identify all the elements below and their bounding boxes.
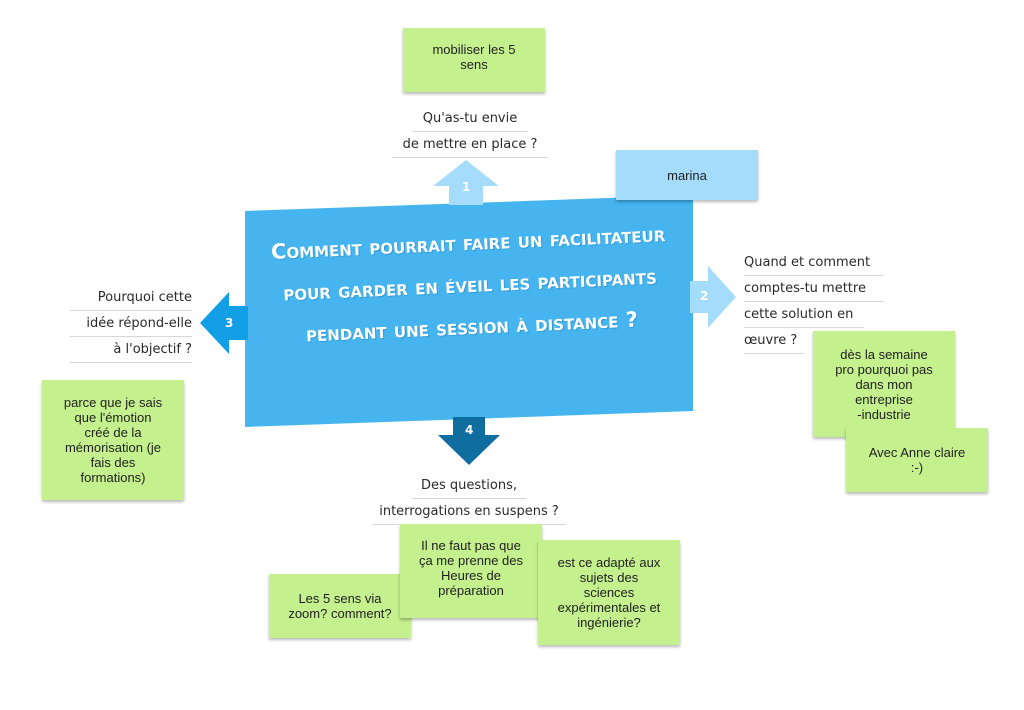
sticky-note-semaine[interactable]: dès la semaine pro pourquoi pas dans mon… — [813, 331, 955, 437]
prompt-line: interrogations en suspens ? — [372, 499, 566, 525]
arrow-right-icon: 2 — [690, 266, 736, 328]
arrow-left-icon: 3 — [200, 292, 248, 354]
branch-number: 4 — [465, 423, 474, 437]
arrow-up-icon: 1 — [433, 160, 499, 205]
central-topic-title: Comment pourrait faire un facilitateur p… — [270, 222, 666, 347]
sticky-note-heures[interactable]: Il ne faut pas que ça me prenne des Heur… — [400, 524, 542, 618]
prompt-line: idée répond-elle — [70, 311, 192, 337]
branch-3-prompt: Pourquoi cette idée répond-elle à l'obje… — [70, 285, 192, 363]
sticky-note-emotion[interactable]: parce que je sais que l'émotion créé de … — [42, 380, 184, 500]
branch-4-prompt: Des questions, interrogations en suspens… — [372, 473, 566, 525]
branch-2-prompt: Quand et comment comptes-tu mettre cette… — [744, 250, 884, 354]
sticky-note-zoom[interactable]: Les 5 sens via zoom? comment? — [269, 574, 411, 638]
sticky-note-anne-claire[interactable]: Avec Anne claire :-) — [846, 428, 988, 492]
prompt-line: à l'objectif ? — [70, 337, 192, 363]
central-topic-shape — [245, 195, 693, 427]
sticky-note-sciences[interactable]: est ce adapté aux sujets des sciences ex… — [538, 540, 680, 645]
branch-number: 1 — [462, 180, 471, 194]
prompt-line: Quand et comment — [744, 250, 884, 276]
prompt-line: Des questions, — [412, 473, 526, 499]
prompt-line: Qu'as-tu envie — [412, 106, 528, 132]
branch-number: 2 — [700, 289, 709, 303]
sticky-note-marina[interactable]: marina — [616, 150, 758, 200]
prompt-line: œuvre ? — [744, 328, 804, 354]
prompt-line: de mettre en place ? — [392, 132, 548, 158]
prompt-line: comptes-tu mettre — [744, 276, 884, 302]
sticky-note-mobiliser[interactable]: mobiliser les 5 sens — [403, 28, 545, 92]
prompt-line: Pourquoi cette — [70, 285, 192, 311]
prompt-line: cette solution en — [744, 302, 864, 328]
branch-number: 3 — [225, 316, 234, 330]
branch-1-prompt: Qu'as-tu envie de mettre en place ? — [392, 106, 548, 158]
arrow-down-icon: 4 — [438, 417, 500, 465]
